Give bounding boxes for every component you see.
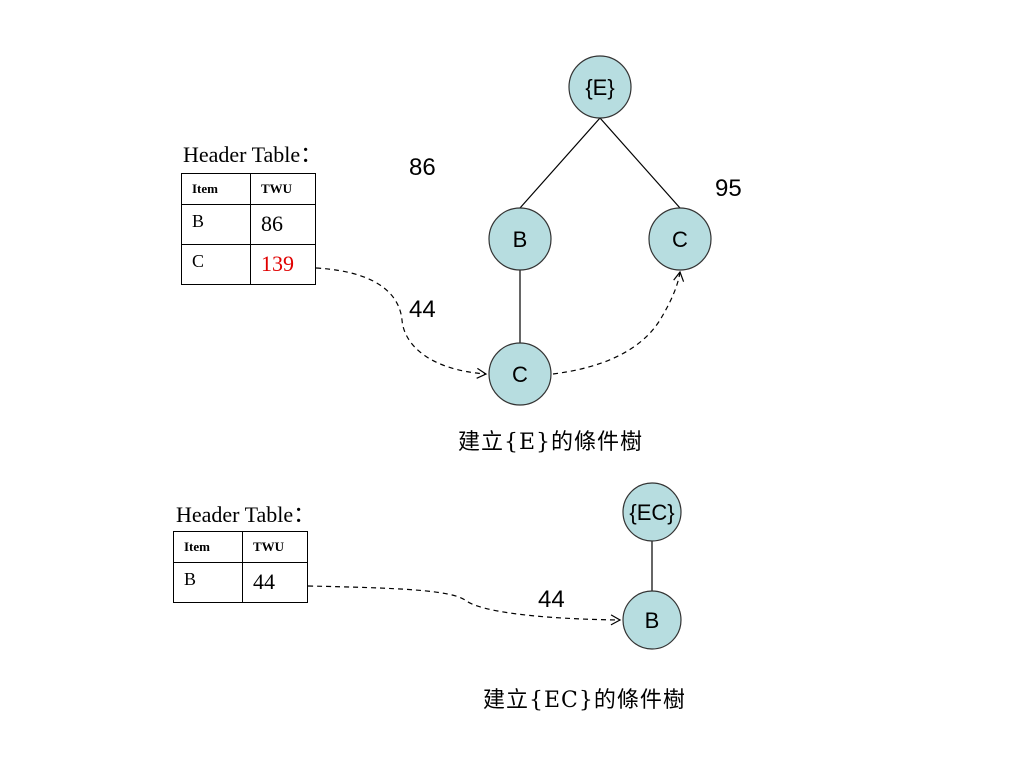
node-c-right: C: [648, 207, 712, 271]
node-e: {E}: [568, 55, 632, 119]
top-header-table-label: Header Table：: [183, 142, 323, 167]
top-row-item-c: C: [181, 244, 251, 285]
node-c-right-label: C: [672, 227, 688, 252]
top-caption: 建立{E}的條件樹: [458, 430, 644, 455]
bottom-caption: 建立{EC}的條件樹: [483, 688, 686, 713]
bottom-count-b: 44: [538, 586, 565, 613]
node-link-table-b: [307, 585, 622, 626]
top-header-table: Item TWU B 86 C 139: [181, 173, 316, 285]
node-ec-label: {EC}: [629, 500, 674, 525]
top-row-twu-c: 139: [250, 244, 316, 285]
edge-e-c: [599, 117, 681, 209]
table-row: B 44: [173, 562, 308, 603]
bottom-row-twu-b: 44: [242, 562, 308, 603]
bottom-row-item-b: B: [173, 562, 243, 603]
node-c-bottom-label: C: [512, 362, 528, 387]
top-col-twu: TWU: [250, 173, 316, 205]
bottom-header-table-label: Header Table：: [176, 502, 316, 527]
top-count-c-right: 95: [715, 175, 742, 202]
node-ec-b: B: [622, 590, 682, 650]
bottom-col-twu: TWU: [242, 531, 308, 563]
node-link-c-c: [552, 270, 685, 375]
bottom-header-table: Item TWU B 44: [173, 531, 308, 603]
table-row: C 139: [181, 244, 316, 285]
edge-e-b: [519, 117, 601, 209]
node-ec: {EC}: [622, 482, 682, 542]
top-count-c-bottom: 44: [409, 296, 436, 323]
node-b: B: [488, 207, 552, 271]
node-link-table-c: [315, 267, 488, 379]
node-e-label: {E}: [585, 75, 614, 100]
top-row-item-b: B: [181, 204, 251, 245]
top-col-item: Item: [181, 173, 251, 205]
top-count-b: 86: [409, 154, 436, 181]
node-c-bottom: C: [488, 342, 552, 406]
node-ec-b-label: B: [645, 608, 660, 633]
node-b-label: B: [513, 227, 528, 252]
